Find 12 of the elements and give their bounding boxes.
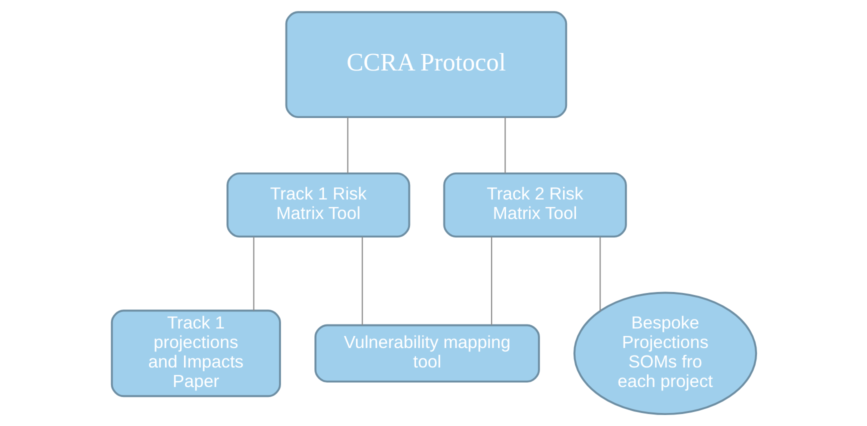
- connector: [346, 117, 348, 174]
- connector: [504, 117, 506, 174]
- node-box: Track 1 projections and Impacts Paper: [110, 310, 280, 398]
- connector: [361, 236, 362, 326]
- connector: [599, 236, 600, 312]
- node-box: Vulnerability mapping tool: [314, 324, 540, 383]
- node-box: Track 1 Risk Matrix Tool: [226, 172, 410, 238]
- node-box: Track 2 Risk Matrix Tool: [442, 172, 626, 238]
- node-ellipse: Bespoke Projections SOMs fro each project: [572, 292, 757, 416]
- connector: [252, 236, 254, 311]
- connector: [490, 236, 492, 326]
- node-box: CCRA Protocol: [284, 11, 567, 118]
